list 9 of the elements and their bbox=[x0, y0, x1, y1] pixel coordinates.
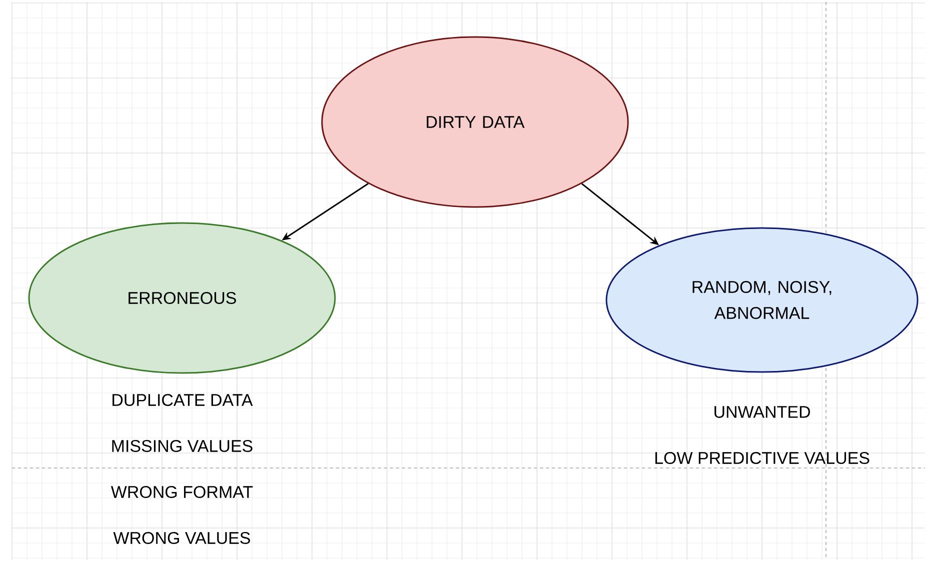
beside-text: UNWANTED bbox=[714, 406, 810, 418]
ellipse-node: ERRONEOUS bbox=[28, 222, 336, 374]
beside-text: WRONG VALUES bbox=[113, 532, 250, 544]
beside-text: DUPLICATE DATA bbox=[112, 394, 253, 406]
beside-text: MISSING VALUES bbox=[112, 440, 252, 452]
beside-text: LOW PREDICTIVE VALUES bbox=[655, 452, 870, 464]
ellipse-node: DIRTY DATA bbox=[321, 36, 629, 208]
ellipse-node: RANDOM, NOISY, ABNORMAL bbox=[606, 227, 918, 373]
beside-text: WRONG FORMAT bbox=[110, 486, 253, 498]
